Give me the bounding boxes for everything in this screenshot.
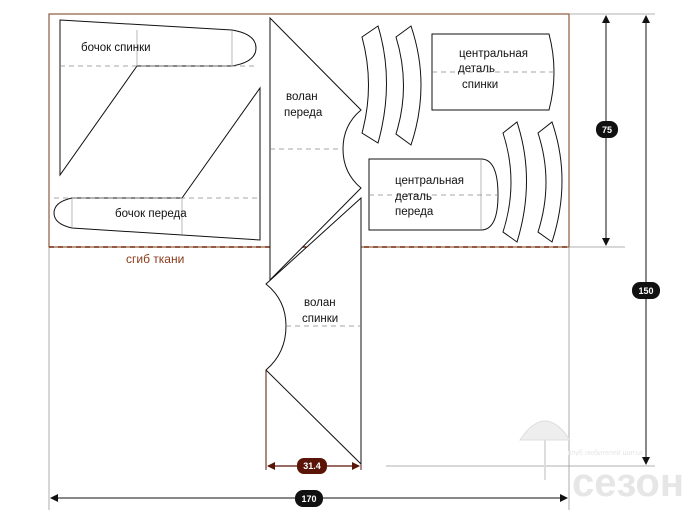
dim-label-170: 170: [301, 494, 316, 504]
label-central-pereda-2: деталь: [395, 191, 432, 203]
label-central-pereda-1: центральная: [395, 175, 464, 187]
label-bochok-pereda: бочок переда: [115, 208, 187, 220]
piece-volan-spinki: волан спинки: [265, 196, 362, 466]
dimension-volan-width: 31.4: [265, 370, 362, 474]
label-volan-spinki-2: спинки: [302, 313, 338, 325]
label-volan-pereda-2: переда: [284, 107, 323, 119]
piece-volan-pereda: волан переда: [269, 16, 362, 282]
watermark-brand: сезон: [572, 461, 684, 505]
label-bochok-spinki: бочок спинки: [81, 42, 151, 54]
piece-bochok-spinki: бочок спинки: [59, 19, 257, 177]
piece-central-spinki: центральная деталь спинки: [431, 33, 556, 111]
label-central-spinki-3: спинки: [462, 79, 498, 91]
label-volan-pereda-1: волан: [286, 91, 318, 103]
dimension-width: 170: [50, 490, 568, 507]
label-central-spinki-1: центральная: [459, 48, 528, 60]
piece-central-pereda: центральная деталь переда: [368, 158, 499, 231]
curved-strips-top: [361, 25, 422, 146]
label-central-pereda-3: переда: [395, 206, 434, 218]
label-central-spinki-2: деталь: [458, 63, 495, 75]
fold-label: сгиб ткани: [126, 252, 184, 266]
dimension-full-height: 150: [632, 15, 660, 465]
dim-label-75: 75: [602, 125, 612, 135]
label-volan-spinki-1: волан: [304, 297, 336, 309]
watermark-logo: клуб любителей шитья сезон: [519, 420, 684, 505]
watermark-tagline: клуб любителей шитья: [568, 449, 643, 457]
curved-strips-bottom: [502, 121, 563, 243]
umbrella-icon: [519, 420, 571, 441]
dim-label-150: 150: [638, 286, 653, 296]
piece-bochok-pereda: бочок переда: [53, 86, 261, 241]
dimension-half-height: 75: [596, 15, 618, 246]
dim-label-31-4: 31.4: [303, 461, 321, 471]
extension-lines: [48, 13, 655, 510]
